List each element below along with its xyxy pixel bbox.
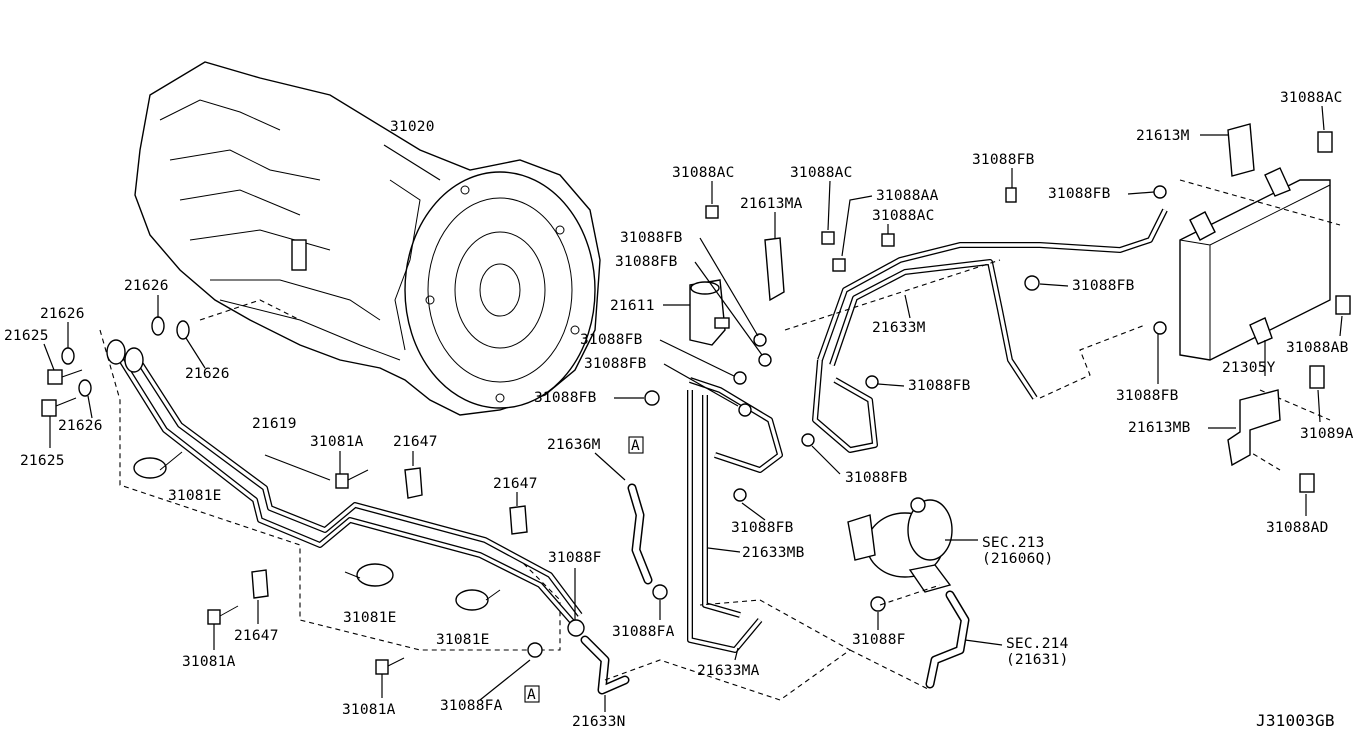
label-31088fb-9: 31088FB (1072, 278, 1135, 294)
label-31088fb-10: 31088FB (972, 152, 1035, 168)
diagram-id: J31003GB (1256, 711, 1335, 730)
cooler-tube-21619 (106, 339, 583, 627)
label-21613ma: 21613MA (740, 196, 803, 212)
bracket-21613mb (1227, 295, 1351, 493)
label-21626-left: 21626 (40, 306, 85, 322)
bolts-31081a (207, 469, 405, 675)
label-21633n: 21633N (572, 714, 626, 730)
clamp-31088fa-center (527, 584, 668, 658)
label-31088fb-3: 31088FB (580, 332, 643, 348)
label-21613m: 21613M (1136, 128, 1190, 144)
label-31081a-c: 31081A (342, 702, 396, 718)
washers-21626 (61, 316, 190, 397)
label-31020: 31020 (390, 119, 435, 135)
label-31088ac-d: 31088AC (1280, 90, 1343, 106)
ref-box-a-bottom (524, 685, 540, 703)
label-31088fb-2: 31088FB (615, 254, 678, 270)
label-21636m: 21636M (547, 437, 601, 453)
label-31088f-a: 31088F (548, 550, 602, 566)
label-31088fb-5: 31088FB (534, 390, 597, 406)
valve-21611 (689, 279, 730, 346)
label-21625-top: 21625 (4, 328, 49, 344)
label-31081e-c: 31081E (436, 632, 490, 648)
label-21647-b: 21647 (493, 476, 538, 492)
label-31088ab: 31088AB (1286, 340, 1349, 356)
hose-sec-214 (870, 590, 970, 689)
label-21633ma: 21633MA (697, 663, 760, 679)
label-21305y: 21305Y (1222, 360, 1276, 376)
label-31089a: 31089A (1300, 426, 1354, 442)
tube-21633m (812, 208, 1168, 453)
label-31088fb-11: 31088FB (1048, 186, 1111, 202)
label-31088fb-1: 31088FB (620, 230, 683, 246)
oil-cooler-21305y (1179, 167, 1331, 361)
label-21626-top: 21626 (124, 278, 169, 294)
label-31088ac-c: 31088AC (872, 208, 935, 224)
label-21626-right: 21626 (185, 366, 230, 382)
label-31088fb-6: 31088FB (731, 520, 794, 536)
label-21611: 21611 (610, 298, 655, 314)
label-21613mb: 21613MB (1128, 420, 1191, 436)
ref-box-a-top (628, 436, 644, 454)
label-31088fb-7: 31088FB (845, 470, 908, 486)
bolts-21625 (41, 369, 83, 417)
label-21633m: 21633M (872, 320, 926, 336)
label-sec213: SEC.213 (982, 535, 1045, 551)
hose-21633n (567, 619, 630, 695)
bracket-21613m (1227, 123, 1333, 177)
ref-a-bottom: A (527, 687, 536, 703)
label-31088fb-8: 31088FB (908, 378, 971, 394)
label-21625-bottom: 21625 (20, 453, 65, 469)
label-21626-lower: 21626 (58, 418, 103, 434)
label-31088ac-b: 31088AC (790, 165, 853, 181)
label-sec214: SEC.214 (1006, 636, 1069, 652)
label-sec214-sub: (21631) (1006, 652, 1069, 668)
clamps-31088fb (644, 185, 1167, 502)
bracket-21613ma (705, 205, 846, 302)
label-31081e-a: 31081E (168, 488, 222, 504)
clamps-31081e (133, 451, 501, 611)
ref-a-top: A (631, 438, 640, 454)
transmission-assembly (134, 61, 601, 416)
label-31081a-b: 31081A (182, 654, 236, 670)
label-21633mb: 21633MB (742, 545, 805, 561)
label-31088fb-4: 31088FB (584, 356, 647, 372)
label-31081a-a: 31081A (310, 434, 364, 450)
hose-21636m (627, 483, 653, 585)
label-31088fa-a: 31088FA (612, 624, 675, 640)
label-31088fa-b: 31088FA (440, 698, 503, 714)
label-21647-a: 21647 (393, 434, 438, 450)
bolt-31088ac-c (881, 233, 895, 247)
label-21647-c: 21647 (234, 628, 279, 644)
label-31088fb-12: 31088FB (1116, 388, 1179, 404)
label-31081e-b: 31081E (343, 610, 397, 626)
tube-21633mb (687, 377, 783, 653)
label-31088ac-a: 31088AC (672, 165, 735, 181)
label-31088ad: 31088AD (1266, 520, 1329, 536)
valve-sec-213 (847, 497, 953, 593)
label-31088aa: 31088AA (876, 188, 939, 204)
label-sec213-sub: (21606Q) (982, 551, 1053, 567)
label-21619: 21619 (252, 416, 297, 432)
brackets-21647 (251, 467, 528, 599)
label-31088f-b: 31088F (852, 632, 906, 648)
